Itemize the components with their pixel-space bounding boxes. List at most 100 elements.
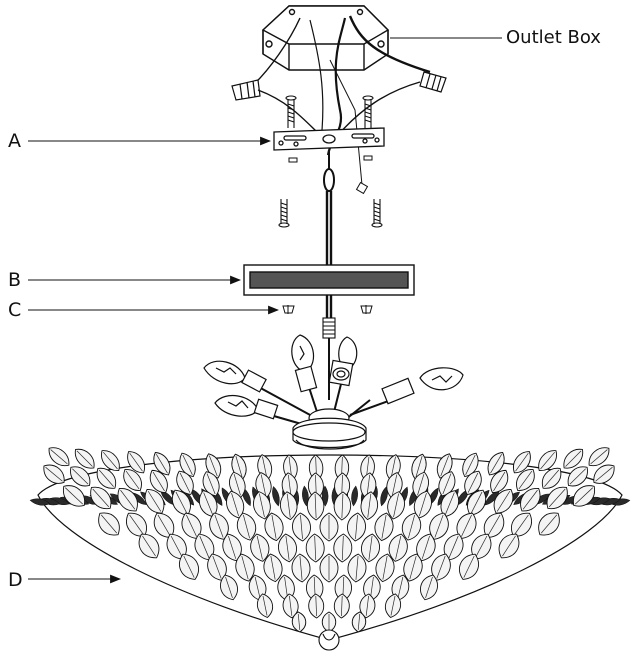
wire-nut-right	[419, 71, 447, 93]
bowl-rim-leaf	[29, 498, 51, 506]
bowl-leaf-vein	[395, 535, 402, 560]
bowl-leaf-vein	[436, 555, 446, 579]
bowl-leaf-vein	[259, 493, 265, 518]
bowl-leaf-vein	[256, 535, 263, 560]
bowl-leaf-vein	[470, 491, 483, 514]
label-a: A	[8, 130, 21, 152]
bowl-leaf-vein	[129, 453, 143, 472]
bowl-leaf-vein	[300, 515, 303, 539]
bowl-leaf-vein	[289, 595, 293, 616]
canopy-nut-left	[282, 305, 295, 314]
bowl-leaf-vein	[262, 595, 268, 616]
bowl-leaf-vein	[120, 489, 136, 510]
bowl-leaf-vein	[260, 474, 267, 497]
bowl-leaf-vein	[381, 514, 387, 539]
bowl-leaf-vein	[465, 454, 476, 475]
bowl-leaf-vein	[518, 470, 533, 490]
bowl-leaf-vein	[125, 470, 140, 490]
bowl-leaf-vein	[515, 453, 529, 472]
wire-nut-left	[231, 79, 261, 101]
bowl-leaf-vein	[490, 454, 503, 474]
ground-screw	[355, 181, 369, 195]
canopy	[243, 264, 415, 296]
bowl-leaf-vein	[463, 555, 475, 578]
bowl-leaf-vein	[425, 576, 433, 598]
bowl-leaf-vein	[203, 492, 214, 515]
bowl-leaf-vein	[569, 468, 586, 485]
mounting-screw-right	[362, 95, 374, 128]
label-b: B	[8, 269, 22, 291]
bowl-leaf-vein	[199, 535, 210, 559]
bowl-leaf-vein	[225, 576, 233, 598]
bowl-leaf-vein	[262, 456, 268, 479]
bowl-leaf-vein	[155, 454, 168, 474]
bowl-leaf-vein	[299, 556, 303, 580]
bowl-leaf-vein	[286, 493, 291, 518]
bowl-leaf-vein	[314, 493, 317, 519]
hanging-loop	[323, 150, 335, 192]
bowl-leaf-vein	[98, 469, 114, 487]
bowl-leaf-vein	[565, 450, 582, 467]
bowl-leaf-vein	[487, 514, 501, 536]
bowl-leaf-vein	[72, 468, 89, 485]
bowl-leaf-vein	[152, 471, 165, 492]
bowl-leaf-vein	[208, 455, 218, 477]
bowl-leaf-vein	[50, 449, 68, 465]
bowl-leaf-vein	[341, 595, 343, 617]
bowl-leaf-vein	[186, 514, 197, 537]
label-c: C	[8, 299, 22, 321]
bowl-leaf-vein	[179, 472, 191, 493]
canopy-screw-right	[371, 199, 383, 228]
bowl-leaf-vein	[540, 451, 555, 470]
bowl-leaf-vein	[142, 535, 156, 557]
bowl-leaf-vein	[522, 489, 538, 510]
bowl-rim-leaf	[272, 486, 280, 507]
power-cord	[325, 191, 333, 318]
bowl-leaf-vein	[575, 487, 593, 505]
canopy-screw-left	[278, 199, 290, 228]
bowl-leaf-vein	[544, 469, 560, 487]
bowl-leaf-vein	[287, 474, 292, 497]
bowl-leaf-vein	[540, 514, 558, 534]
bowl-leaf-vein	[366, 474, 371, 497]
crossbar	[273, 127, 385, 151]
bowl-leaf-vein	[357, 613, 361, 630]
bowl-leaf-vein	[175, 491, 188, 514]
bowl-leaf-vein	[206, 473, 216, 495]
bowl-leaf-vein	[231, 493, 239, 517]
bowl-leaf-vein	[461, 514, 472, 537]
crossbar-small-parts	[288, 155, 373, 163]
bowl-leaf-vein	[595, 466, 613, 482]
bowl-leaf-vein	[100, 514, 118, 534]
bowl-leaf-vein	[367, 493, 372, 518]
bowl-finial	[318, 629, 340, 651]
bowl-leaf-vein	[214, 514, 224, 538]
threaded-stem	[322, 317, 336, 400]
bowl-leaf-vein	[390, 456, 396, 479]
bowl-leaf-vein	[170, 535, 183, 558]
bowl-leaf-vein	[341, 535, 344, 561]
bowl-leaf-vein	[92, 488, 110, 508]
bowl-leaf-vein	[434, 514, 444, 538]
bowl-leaf-vein	[391, 474, 398, 497]
bowl-leaf-vein	[355, 515, 358, 539]
bowl-leaf-vein	[228, 535, 237, 559]
bowl-leaf-vein	[233, 474, 241, 496]
outlet-box	[261, 5, 390, 71]
canopy-nut-right	[360, 305, 373, 314]
bowl-leaf-vein	[157, 514, 171, 536]
bowl-leaf-vein	[76, 450, 93, 467]
bowl-leaf-vein	[65, 487, 83, 505]
bowl-leaf-vein	[235, 456, 243, 478]
bowl-leaf-vein	[397, 576, 404, 599]
bowl-leaf-vein	[415, 456, 423, 478]
bowl-leaf-vein	[368, 535, 373, 560]
bowl-leaf-vein	[421, 535, 430, 559]
bowl-leaf-vein	[271, 514, 277, 539]
bowl-leaf-vein	[393, 493, 399, 518]
leaf-bowl-shade	[29, 447, 631, 641]
bowl-leaf-vein	[212, 555, 222, 579]
bowl-leaf-vein	[440, 455, 450, 477]
bowl-leaf-vein	[442, 473, 452, 495]
